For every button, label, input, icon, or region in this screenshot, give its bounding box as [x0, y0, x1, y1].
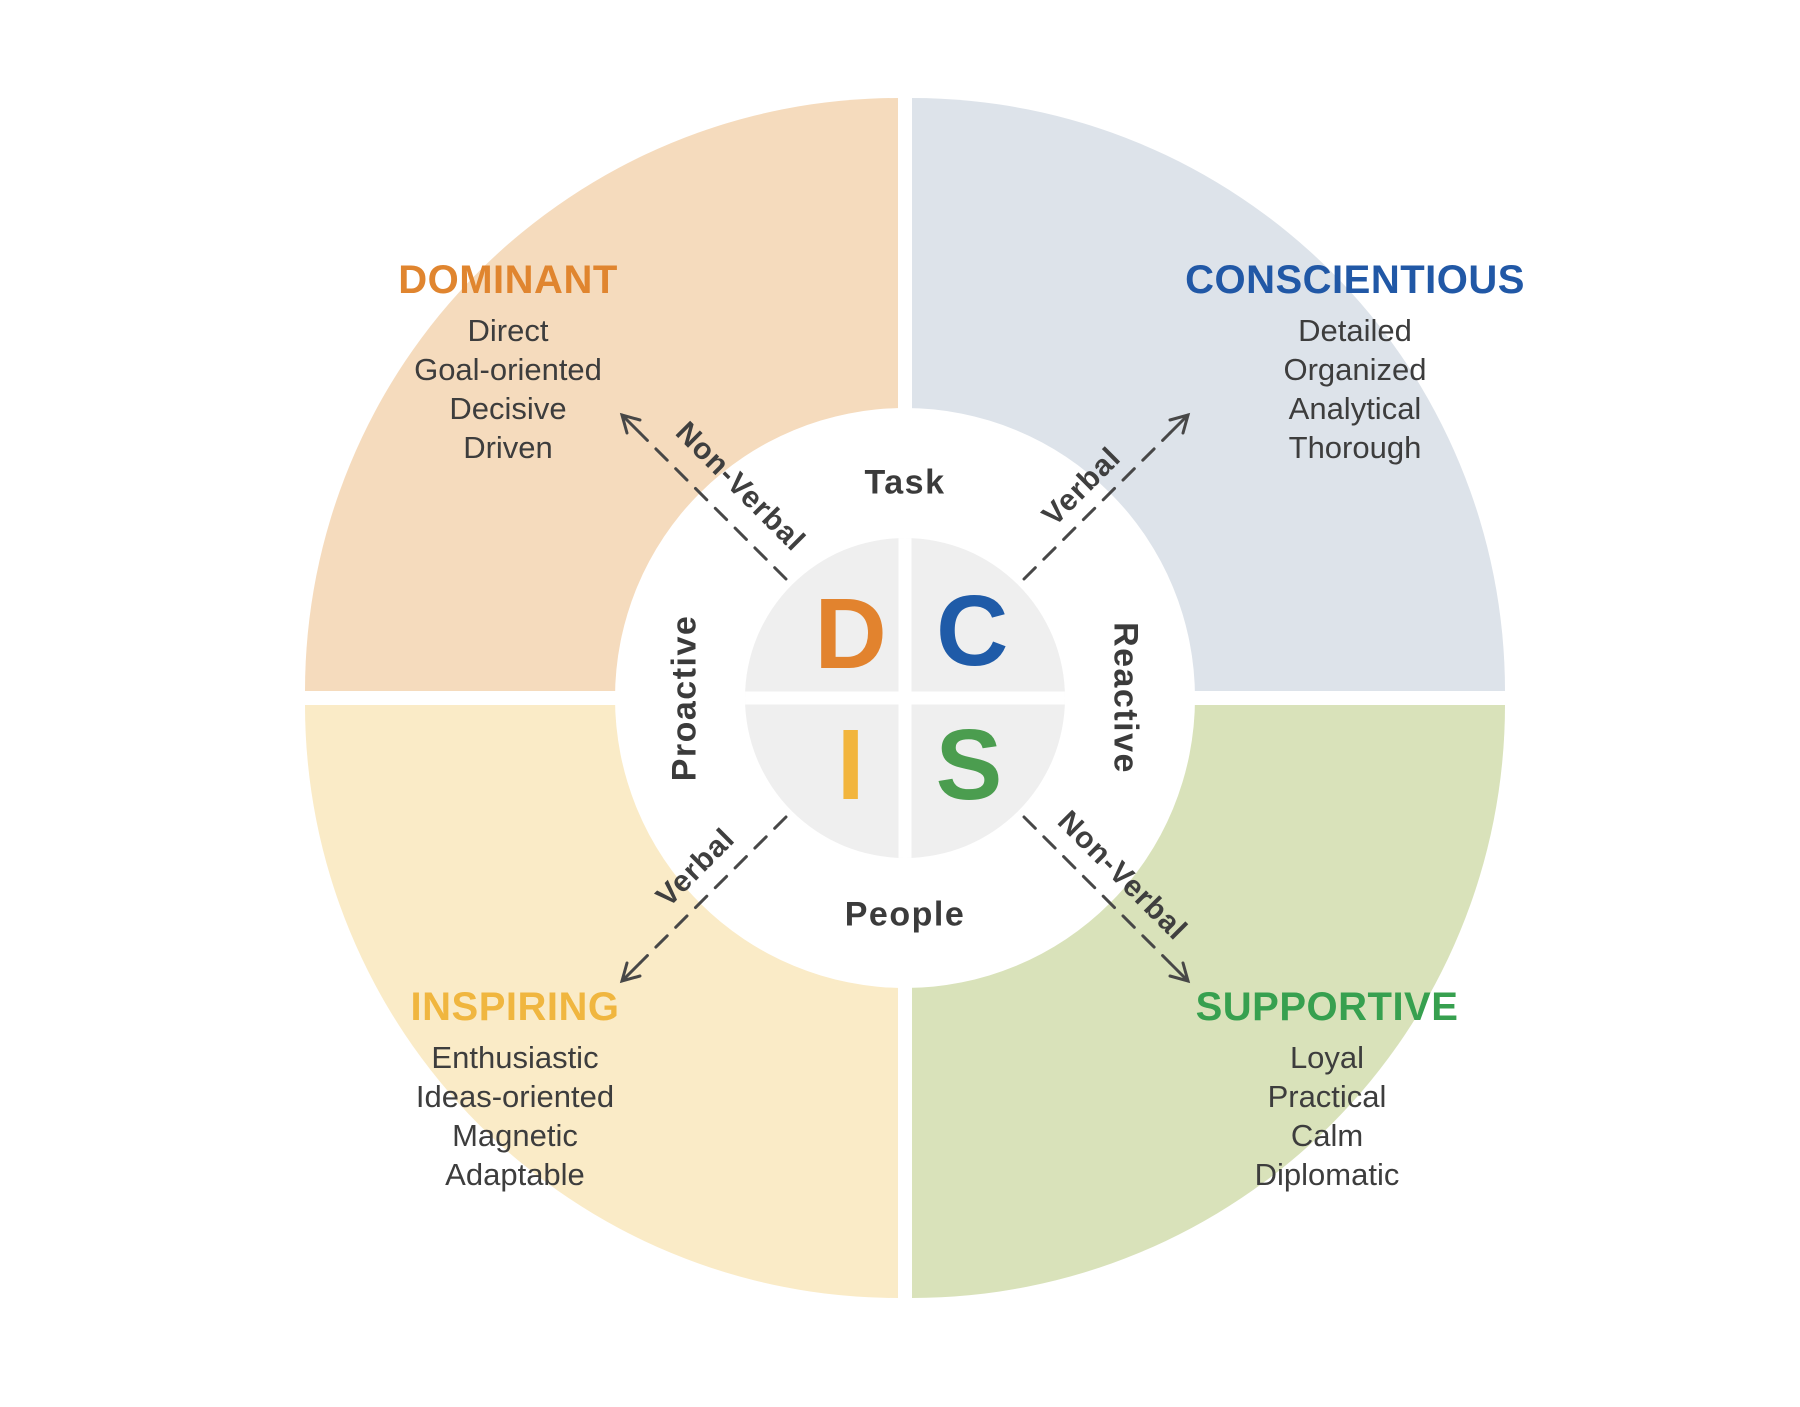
letter-d: D	[814, 578, 887, 690]
quadrant-block-dominant: DOMINANT Direct Goal-oriented Decisive D…	[398, 255, 618, 467]
arrow-bottom-right	[1022, 815, 1191, 984]
letter-c: C	[936, 574, 1009, 687]
letter-i: I	[836, 709, 865, 822]
inner-circle: D C I S	[745, 538, 1065, 858]
trait-line: Practical	[1267, 1079, 1387, 1114]
quadrant-block-supportive: SUPPORTIVE Loyal Practical Calm Diplomat…	[1196, 982, 1459, 1194]
arrow-top-left	[619, 412, 788, 581]
trait-line: Goal-oriented	[414, 352, 602, 387]
axis-label-people: People	[844, 895, 966, 934]
quadrant-block-inspiring: INSPIRING Enthusiastic Ideas-oriented Ma…	[411, 982, 620, 1194]
arrow-bottom-left	[619, 815, 788, 984]
trait-line: Adaptable	[445, 1157, 585, 1192]
trait-line: Decisive	[449, 391, 567, 426]
trait-line: Driven	[463, 430, 553, 465]
trait-line: Diplomatic	[1254, 1157, 1400, 1192]
axis-label-task: Task	[864, 463, 946, 502]
trait-line: Thorough	[1288, 430, 1422, 465]
quadrant-title-supportive: SUPPORTIVE	[1195, 985, 1459, 1029]
trait-line: Detailed	[1298, 313, 1412, 348]
trait-line: Direct	[467, 313, 549, 348]
trait-line: Enthusiastic	[431, 1040, 599, 1075]
trait-line: Organized	[1283, 352, 1427, 387]
letter-s: S	[935, 709, 1003, 822]
quadrant-title-dominant: DOMINANT	[398, 258, 618, 302]
quadrant-title-inspiring: INSPIRING	[410, 985, 620, 1029]
trait-line: Calm	[1290, 1118, 1364, 1153]
trait-line: Analytical	[1288, 391, 1422, 426]
arrow-top-right	[1022, 412, 1191, 581]
trait-line: Loyal	[1289, 1040, 1365, 1075]
trait-line: Magnetic	[452, 1118, 578, 1153]
quadrant-block-conscientious: CONSCIENTIOUS Detailed Organized Analyti…	[1185, 255, 1525, 467]
quadrant-title-conscientious: CONSCIENTIOUS	[1185, 258, 1525, 302]
inner-cross-vertical	[898, 538, 912, 858]
trait-line: Ideas-oriented	[415, 1079, 615, 1114]
